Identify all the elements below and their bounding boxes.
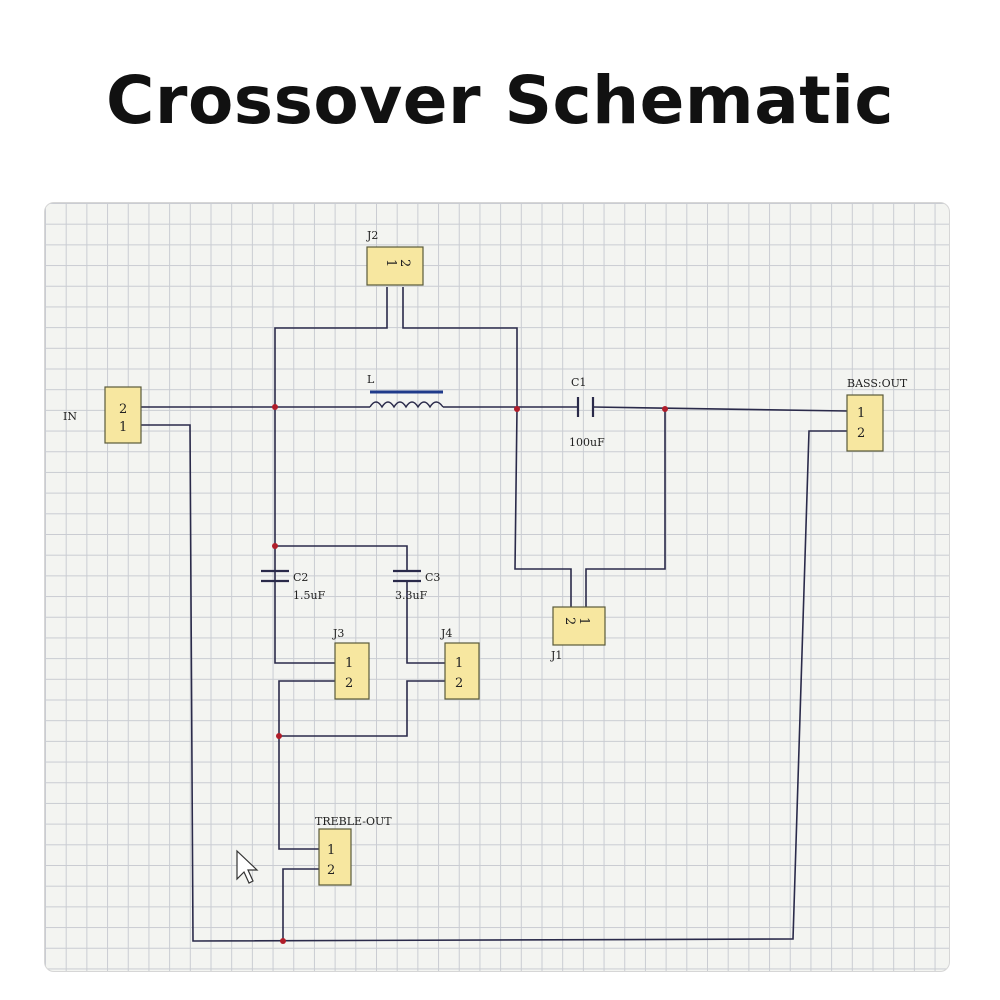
connector-in[interactable] — [104, 386, 142, 444]
c1-ref-label: C1 — [571, 376, 586, 389]
connector-j3[interactable] — [334, 642, 370, 700]
j4-ref-label: J4 — [440, 627, 452, 640]
wires — [141, 287, 848, 942]
treble-out-pin-top: 1 — [327, 843, 335, 858]
page-title: Crossover Schematic — [105, 62, 895, 139]
c2-value-label: 1.5uF — [293, 589, 326, 602]
connector-j1[interactable] — [552, 606, 606, 646]
c1-value-label: 100uF — [569, 436, 605, 449]
bass-out-ref-label: BASS:OUT — [847, 377, 908, 390]
connector-treble-out[interactable] — [318, 828, 352, 886]
wire-c3-branch — [275, 545, 445, 664]
wire-j1-loop — [514, 408, 666, 609]
j3-pin-bottom: 2 — [345, 676, 353, 691]
treble-out-ref-label: TREBLE-OUT — [315, 815, 392, 828]
j2-pin-right: 2 — [397, 259, 412, 267]
j1-pin-left: 2 — [562, 617, 577, 625]
capacitor-c2[interactable] — [261, 569, 289, 583]
bass-out-pin-top: 1 — [857, 406, 865, 421]
junction-dot — [280, 938, 286, 944]
j3-pin-top: 1 — [345, 656, 353, 671]
j2-pin-left: 1 — [383, 259, 398, 267]
in-ref-label: IN — [63, 410, 77, 423]
connector-bass-out[interactable] — [846, 394, 884, 452]
wire-c2-branch — [274, 407, 335, 664]
wire-treble-out — [278, 736, 319, 941]
junction-dot — [276, 733, 282, 739]
junction-dot — [272, 404, 278, 410]
connector-j4[interactable] — [444, 642, 480, 700]
junction-dot — [662, 406, 668, 412]
in-pin-top: 2 — [119, 402, 127, 417]
wire-ground-return — [141, 424, 847, 942]
junctions — [272, 404, 668, 944]
capacitor-c1[interactable] — [576, 397, 595, 417]
c3-value-label: 3.3uF — [395, 589, 428, 602]
bass-out-pin-bottom: 2 — [857, 426, 865, 441]
connector-j2[interactable] — [366, 246, 424, 286]
junction-dot — [514, 406, 520, 412]
j2-ref-label: J2 — [366, 229, 378, 242]
junction-dot — [272, 543, 278, 549]
j1-pin-right: 1 — [576, 617, 591, 625]
in-pin-bottom: 1 — [119, 420, 127, 435]
capacitor-c3[interactable] — [393, 569, 421, 583]
inductor-l[interactable] — [369, 390, 444, 409]
wire-j2-loop — [274, 287, 518, 409]
j3-ref-label: J3 — [332, 627, 344, 640]
c2-ref-label: C2 — [293, 571, 308, 584]
mouse-cursor-icon — [236, 849, 259, 884]
wire-j3-j4-returns — [278, 680, 445, 737]
treble-out-pin-bottom: 2 — [327, 863, 335, 878]
j1-ref-label: J1 — [550, 649, 562, 662]
wire-c1-to-bass-out — [592, 406, 848, 412]
c3-ref-label: C3 — [425, 571, 440, 584]
j4-pin-bottom: 2 — [455, 676, 463, 691]
j4-pin-top: 1 — [455, 656, 463, 671]
inductor-ref-label: L — [367, 373, 375, 386]
schematic-canvas[interactable]: C1 100uF C2 1.5uF C3 3.3uF L 2 1 IN 1 2 … — [44, 202, 950, 972]
